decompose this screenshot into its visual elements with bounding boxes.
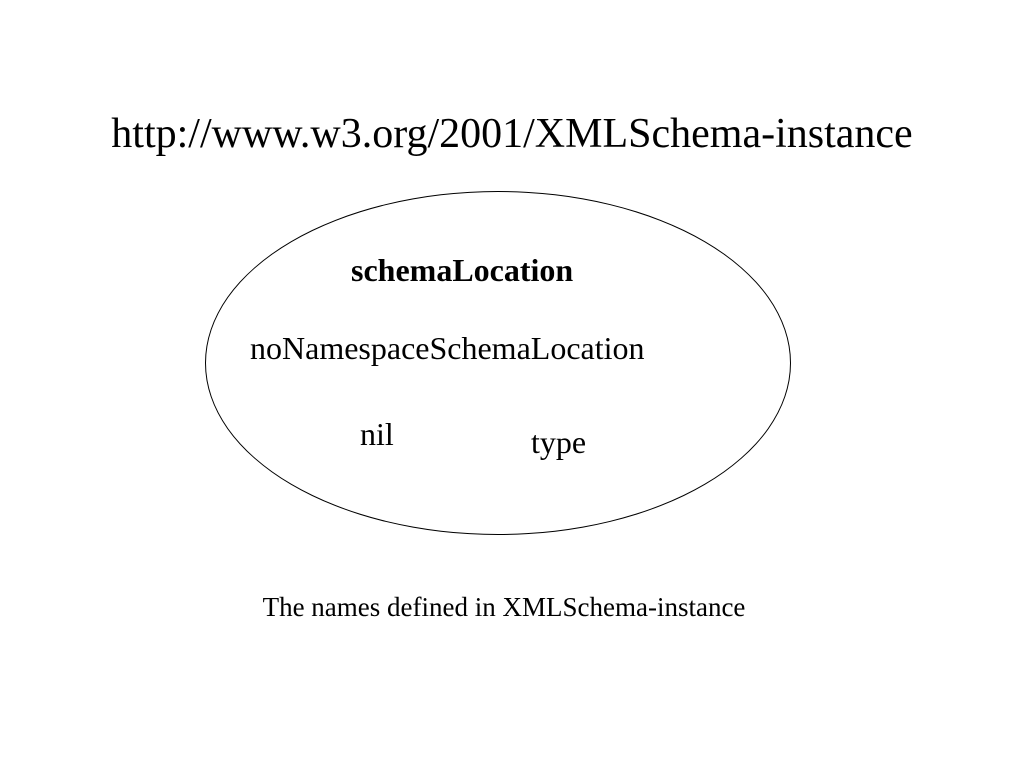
name-type: type xyxy=(531,424,587,460)
name-schemaLocation: schemaLocation xyxy=(351,252,574,288)
diagram-caption: The names defined in XMLSchema-instance xyxy=(262,592,746,622)
namespace-ellipse xyxy=(205,191,791,535)
namespace-uri-title: http://www.w3.org/2001/XMLSchema-instanc… xyxy=(111,111,913,157)
name-noNamespaceSchemaLocation: noNamespaceSchemaLocation xyxy=(250,330,645,366)
name-nil: nil xyxy=(360,416,394,452)
